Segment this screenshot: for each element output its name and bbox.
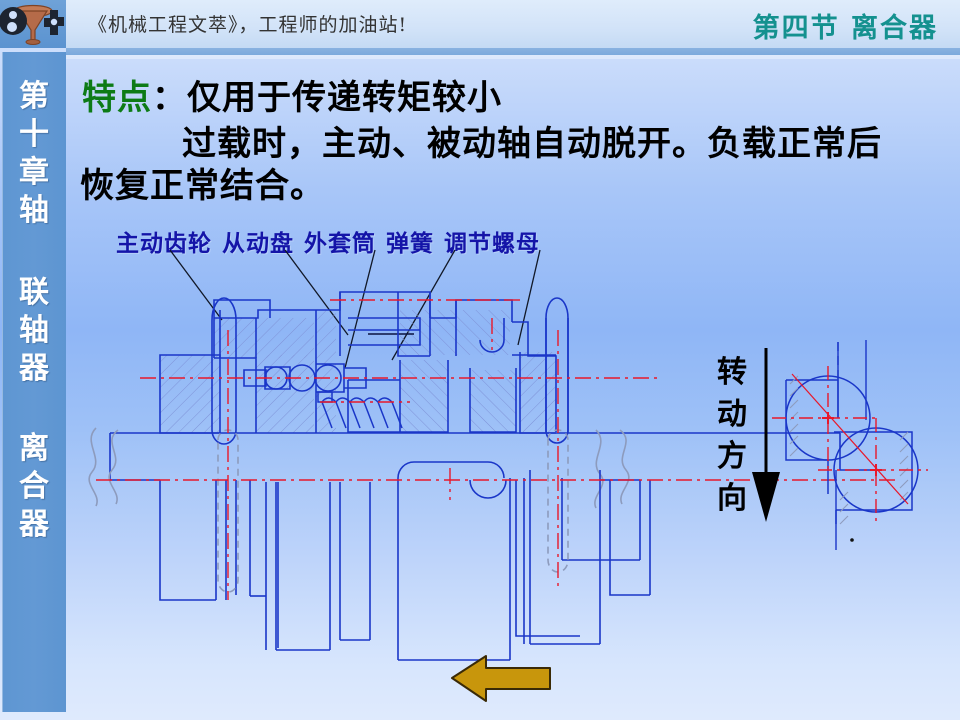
rotation-char: 动 bbox=[717, 397, 747, 432]
feature-heading-row: 特点：仅用于传递转矩较小 bbox=[82, 70, 502, 119]
chapter-sidebar: 第 十 章 轴 联 轴 器 离 合 器 bbox=[2, 52, 66, 712]
mechanical-engineering-logo bbox=[0, 4, 64, 45]
site-title: 《机械工程文萃》，工程师的加油站! bbox=[88, 14, 408, 36]
sidebar-char: 器 bbox=[19, 351, 49, 386]
sidebar-char: 器 bbox=[19, 507, 49, 542]
header-divider bbox=[66, 48, 960, 55]
part-label-driving-gear: 主动齿轮 bbox=[116, 231, 212, 257]
body-line-2: 过载时，主动、被动轴自动脱开。负载正常后 bbox=[182, 124, 882, 164]
feature-text: 仅用于传递转矩较小 bbox=[187, 78, 502, 118]
sidebar-char: 章 bbox=[19, 155, 49, 190]
part-label-spring: 弹簧 bbox=[386, 231, 434, 257]
sidebar-char: 第 bbox=[19, 79, 49, 114]
outline-lines bbox=[88, 291, 880, 661]
section-title: 第四节 离合器 bbox=[752, 13, 938, 44]
sidebar-block-coupling: 联 轴 器 bbox=[2, 274, 66, 388]
rotation-char: 转 bbox=[717, 355, 747, 390]
part-label-row: 主动齿轮从动盘外套筒弹簧调节螺母 bbox=[116, 224, 550, 258]
spring-coils bbox=[317, 391, 403, 429]
rotation-direction-label: 转 动 方 向 bbox=[712, 352, 752, 520]
down-arrow bbox=[752, 348, 780, 522]
gear-axis-lines bbox=[835, 340, 867, 550]
feature-colon: ： bbox=[152, 78, 187, 118]
feature-label: 特点 bbox=[82, 78, 152, 118]
logo-container[interactable] bbox=[0, 0, 66, 48]
sidebar-block-chapter: 第 十 章 轴 bbox=[2, 78, 66, 230]
sidebar-char: 轴 bbox=[19, 193, 49, 228]
rotation-char: 向 bbox=[717, 481, 747, 516]
sidebar-char: 联 bbox=[19, 275, 49, 310]
gear-hidden-lines bbox=[789, 375, 909, 525]
sidebar-char: 离 bbox=[19, 431, 49, 466]
part-label-adjusting-nut: 调节螺母 bbox=[444, 231, 540, 257]
sidebar-char: 轴 bbox=[19, 313, 49, 348]
rotation-char: 方 bbox=[717, 439, 747, 474]
gear-dot-marker bbox=[850, 538, 854, 542]
part-label-outer-sleeve: 外套筒 bbox=[304, 231, 376, 257]
sidebar-char: 合 bbox=[19, 469, 49, 504]
header-bar: 《机械工程文萃》，工程师的加油站! 第四节 离合器 bbox=[0, 0, 960, 48]
header-divider-highlight bbox=[66, 55, 960, 59]
gear-pressure-lines bbox=[791, 373, 909, 505]
gear-center-cross bbox=[822, 412, 882, 476]
part-label-driven-disc: 从动盘 bbox=[222, 231, 294, 257]
left-arrow[interactable] bbox=[451, 655, 551, 702]
body-line-3: 恢复正常结合。 bbox=[80, 166, 325, 206]
sidebar-block-clutch: 离 合 器 bbox=[2, 430, 66, 544]
sidebar-char: 十 bbox=[19, 117, 49, 152]
